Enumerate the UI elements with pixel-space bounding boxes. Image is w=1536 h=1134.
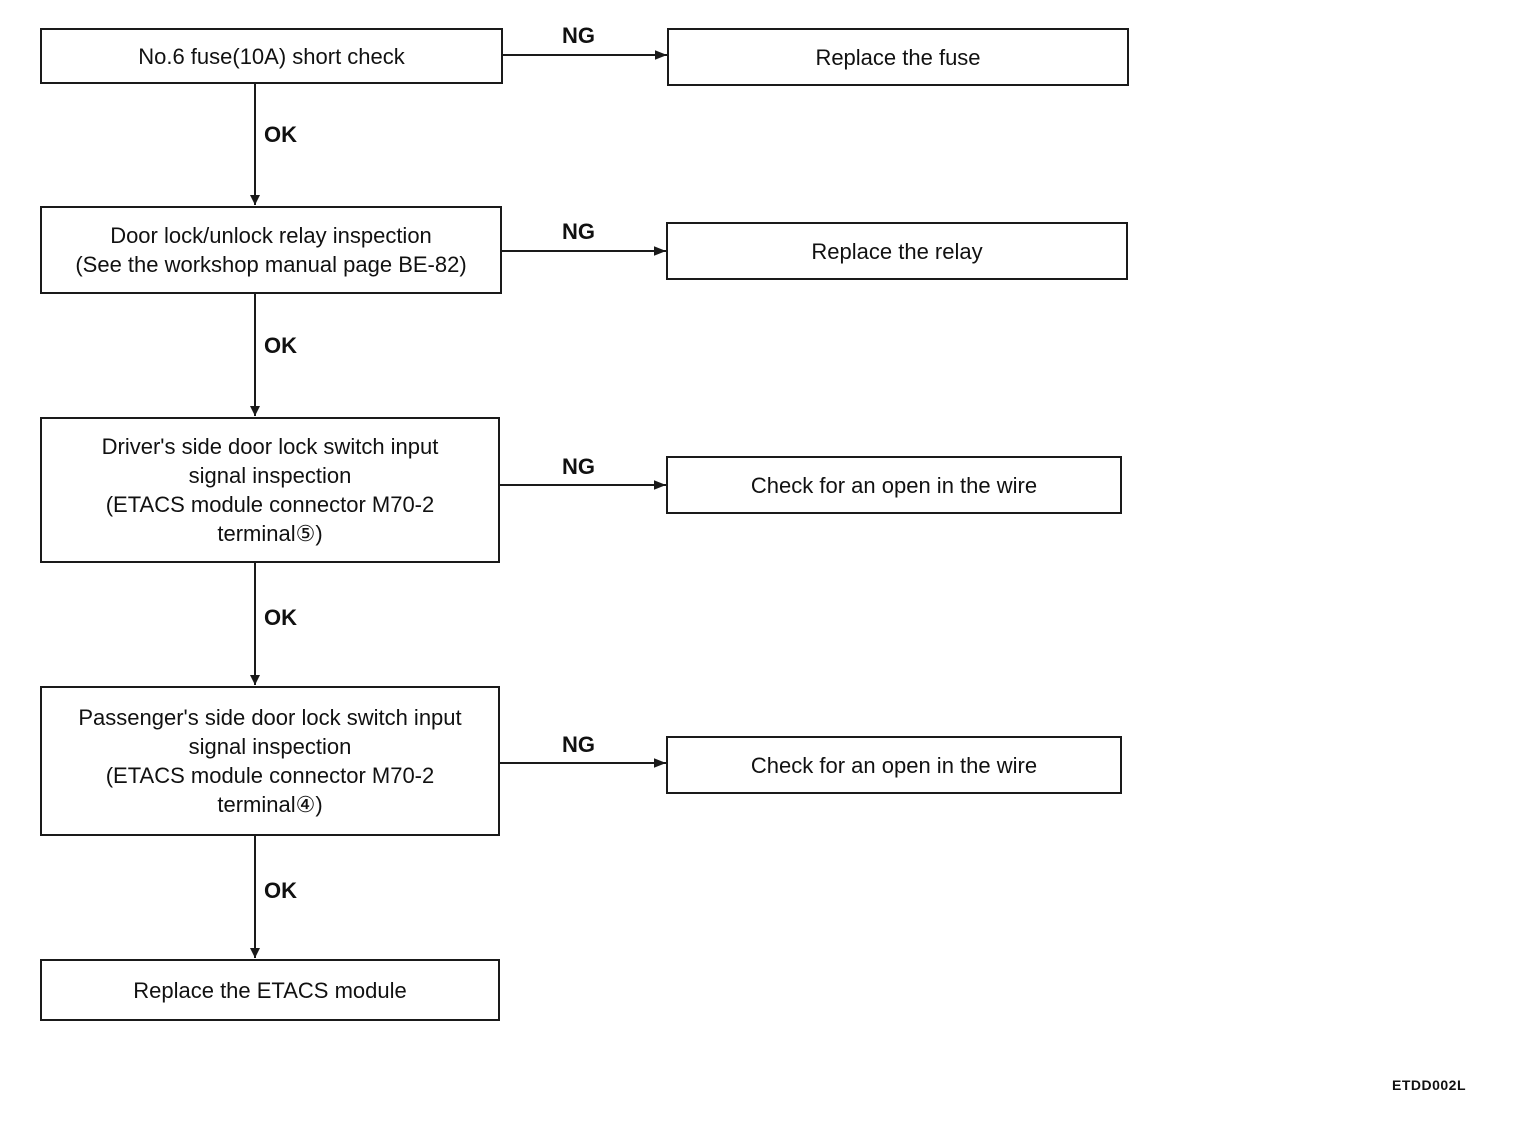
- ng-label-1: NG: [562, 23, 595, 48]
- step-passenger-switch-line-1: Passenger's side door lock switch input: [78, 705, 462, 730]
- result-check-open-wire-passenger-text: Check for an open in the wire: [750, 752, 1038, 778]
- step-passenger-switch-line-4: terminal④): [217, 792, 323, 817]
- result-check-open-wire-driver-text: Check for an open in the wire: [750, 472, 1038, 498]
- step-driver-switch-line-2: signal inspection: [188, 463, 352, 488]
- result-replace-fuse: Replace the fuse: [667, 28, 1129, 86]
- step-relay-inspection-line-1: Door lock/unlock relay inspection: [110, 223, 432, 248]
- step-driver-switch-line-3: (ETACS module connector M70-2: [105, 492, 435, 517]
- step-passenger-switch-inspection: Passenger's side door lock switch input …: [40, 686, 500, 836]
- figure-code: ETDD002L: [1392, 1077, 1467, 1093]
- ng-label-3: NG: [562, 454, 595, 479]
- result-check-open-wire-driver: Check for an open in the wire: [666, 456, 1122, 514]
- ok-label-2: OK: [264, 333, 297, 358]
- step-passenger-switch-line-2: signal inspection: [188, 734, 352, 759]
- step-passenger-switch-line-3: (ETACS module connector M70-2: [105, 763, 435, 788]
- step-replace-etacs-module: Replace the ETACS module: [40, 959, 500, 1021]
- ng-label-2: NG: [562, 219, 595, 244]
- result-replace-relay: Replace the relay: [666, 222, 1128, 280]
- result-replace-fuse-text: Replace the fuse: [815, 44, 981, 70]
- ng-label-4: NG: [562, 732, 595, 757]
- step-driver-switch-line-4: terminal⑤): [217, 521, 323, 546]
- ok-label-4: OK: [264, 878, 297, 903]
- result-check-open-wire-passenger: Check for an open in the wire: [666, 736, 1122, 794]
- step-relay-inspection: Door lock/unlock relay inspection (See t…: [40, 206, 502, 294]
- result-replace-relay-text: Replace the relay: [811, 238, 983, 264]
- ok-label-1: OK: [264, 122, 297, 147]
- step-fuse-check: No.6 fuse(10A) short check: [40, 28, 503, 84]
- step-driver-switch-line-1: Driver's side door lock switch input: [101, 434, 439, 459]
- step-fuse-check-line-1: No.6 fuse(10A) short check: [138, 43, 405, 69]
- step-replace-etacs-line-1: Replace the ETACS module: [133, 977, 407, 1003]
- step-relay-inspection-line-2: (See the workshop manual page BE-82): [75, 252, 467, 277]
- step-driver-switch-inspection: Driver's side door lock switch input sig…: [40, 417, 500, 563]
- ok-label-3: OK: [264, 605, 297, 630]
